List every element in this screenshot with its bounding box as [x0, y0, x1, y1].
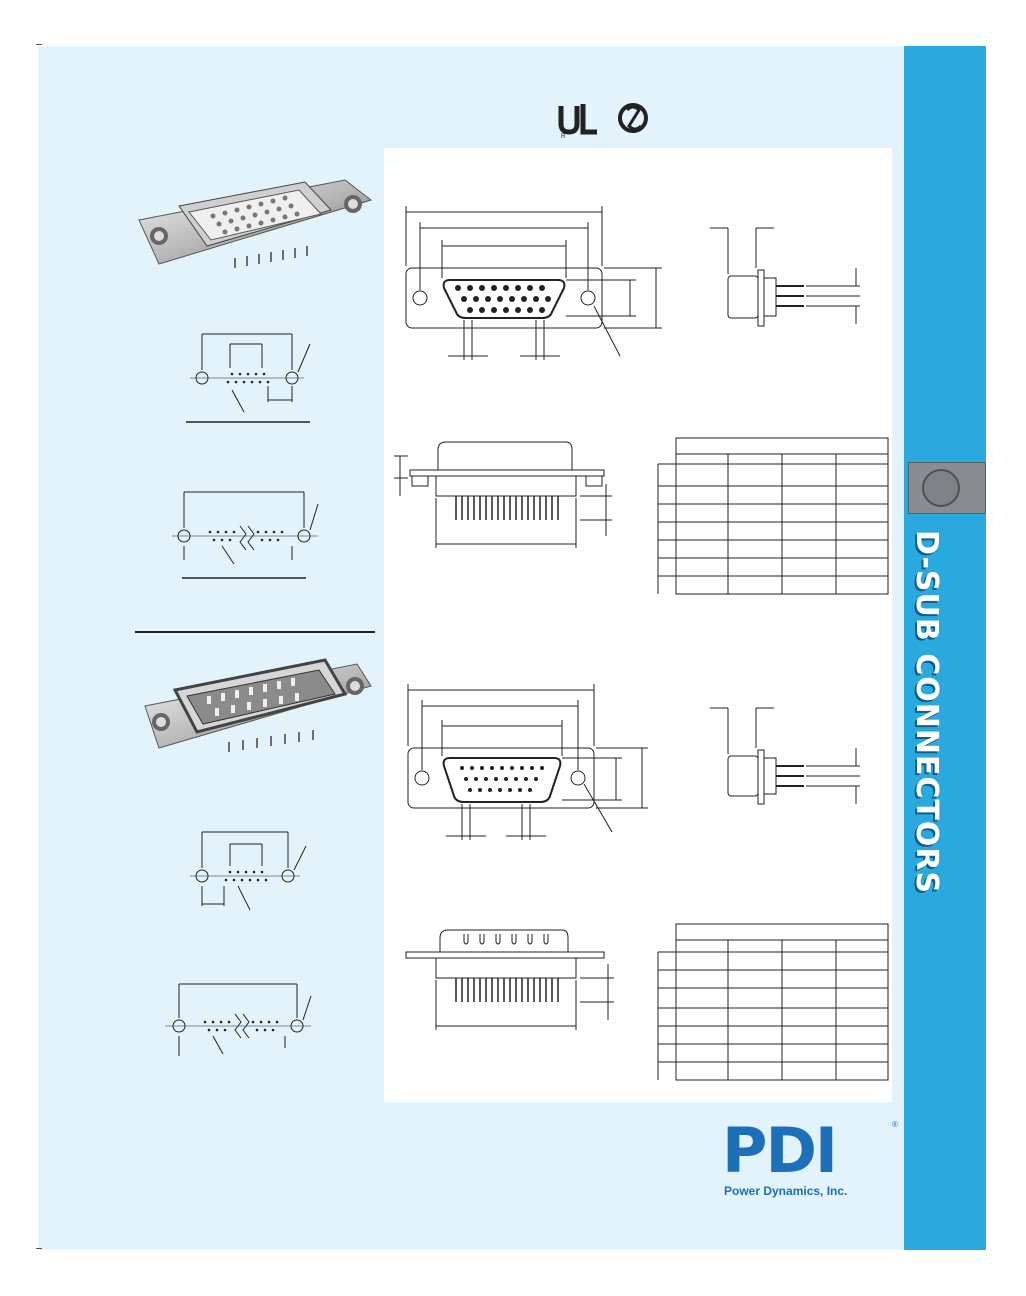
female-pcb-footprint-2 — [172, 491, 319, 579]
svg-text:R: R — [561, 134, 566, 140]
male-dimension-table — [657, 923, 889, 1081]
crop-mark — [36, 1248, 42, 1249]
female-top-view-drawing — [394, 441, 612, 548]
pdi-logo: PDI ® Power Dynamics, Inc. — [722, 1120, 902, 1210]
male-top-view-drawing — [405, 929, 614, 1030]
male-pcb-footprint-1 — [190, 831, 307, 911]
connector-male-photo — [144, 658, 372, 752]
circle-tab-icon — [922, 469, 960, 507]
female-side-view-drawing — [710, 227, 860, 327]
logo-text: PDI — [722, 1114, 838, 1187]
male-front-view-drawing — [407, 684, 648, 840]
crop-mark — [36, 44, 42, 45]
female-pcb-footprint-1 — [186, 333, 311, 423]
sidebar-title: D-SUB CONNECTORS — [909, 530, 944, 895]
ul-recognized-icon: R — [558, 104, 597, 140]
female-front-view-drawing — [405, 206, 662, 360]
male-side-view-drawing — [710, 707, 860, 805]
company-name: Power Dynamics, Inc. — [724, 1184, 848, 1198]
sidebar-tab[interactable] — [908, 462, 986, 514]
sidebar — [904, 46, 986, 1250]
female-dimension-table — [657, 437, 889, 595]
male-pcb-footprint-2 — [165, 983, 312, 1056]
section-divider — [135, 631, 375, 633]
connector-female-photo — [138, 179, 373, 268]
registered-mark: ® — [892, 1120, 898, 1129]
certification-marks: R — [553, 100, 653, 140]
drawings-panel — [384, 148, 892, 1102]
csa-certified-icon — [618, 103, 648, 133]
